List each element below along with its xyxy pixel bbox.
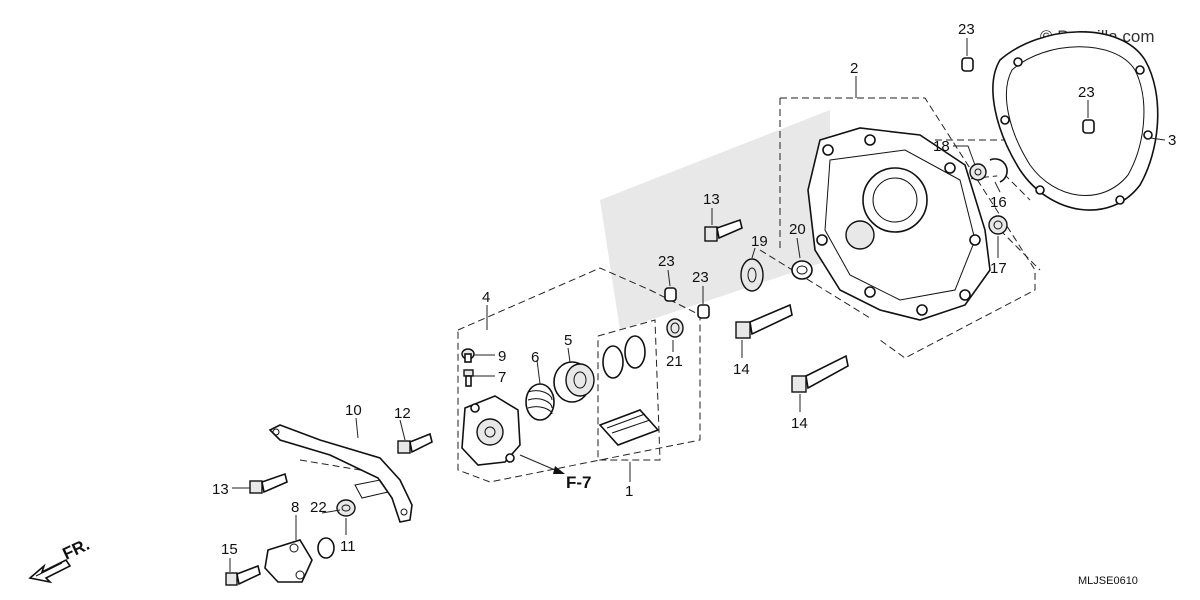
oil-seal-part-18 <box>969 163 987 181</box>
group-box-2 <box>780 97 1036 359</box>
dowel-pin-23-gasket <box>1082 119 1095 134</box>
callout-13-lower: 13 <box>212 481 229 498</box>
callout-14-lower: 14 <box>791 415 808 432</box>
callout-labels: 23 23 2 3 18 16 17 20 19 13 23 23 14 14 … <box>212 21 1176 558</box>
circlip-part-16 <box>989 158 1008 183</box>
callout-16: 16 <box>990 194 1007 211</box>
seal-ring-part-21 <box>666 318 684 338</box>
callout-9: 9 <box>498 348 506 365</box>
callout-22: 22 <box>310 499 327 516</box>
group-box-1 <box>597 319 661 461</box>
bolt-part-14-upper <box>735 303 793 339</box>
dowel-pin-23-right <box>697 304 710 319</box>
callout-23-gasket: 23 <box>1078 84 1095 101</box>
front-direction-label: FR. <box>60 535 93 564</box>
cover-part-2 <box>807 127 991 321</box>
bolt-part-13-lower <box>249 472 288 494</box>
callout-15: 15 <box>221 541 238 558</box>
bolt-part-15 <box>225 564 261 586</box>
callout-13-upper: 13 <box>703 191 720 208</box>
callout-20: 20 <box>789 221 806 238</box>
cap-part-5 <box>553 361 595 403</box>
callout-14-upper: 14 <box>733 361 750 378</box>
callout-4: 4 <box>482 289 490 306</box>
gasket-part-3 <box>992 31 1159 211</box>
shaded-projection <box>600 110 830 330</box>
callout-2: 2 <box>850 60 858 77</box>
bolt-part-13-upper <box>704 218 743 242</box>
callout-17: 17 <box>990 260 1007 277</box>
callout-10: 10 <box>345 402 362 419</box>
callout-18: 18 <box>933 138 950 155</box>
reference-label: F-7 <box>566 473 592 492</box>
o-ring-part-11 <box>317 537 335 559</box>
sensor-part-8 <box>264 539 313 583</box>
o-ring-set-part-1 <box>598 335 660 446</box>
screw-part-7 <box>463 369 474 387</box>
dowel-pin-23-left <box>664 287 677 302</box>
callout-23-top: 23 <box>958 21 975 38</box>
callout-11: 11 <box>340 538 356 555</box>
bolt-part-14-lower <box>791 354 849 393</box>
callout-3: 3 <box>1168 132 1176 149</box>
callout-21: 21 <box>666 353 683 370</box>
housing-part-4 <box>461 395 521 466</box>
callout-8: 8 <box>291 499 299 516</box>
dowel-pin-23-top <box>961 57 974 72</box>
diagram-code: MLJSE0610 <box>1078 575 1138 587</box>
callout-19: 19 <box>751 233 768 250</box>
callout-7: 7 <box>498 369 506 386</box>
grommet-part-22 <box>336 499 356 517</box>
callout-5: 5 <box>564 332 572 349</box>
front-direction-arrow-icon <box>28 558 72 584</box>
gear-part-19 <box>740 258 764 292</box>
callout-1: 1 <box>625 483 633 500</box>
callout-6: 6 <box>531 349 539 366</box>
callout-23-right: 23 <box>692 269 709 286</box>
screw-part-9 <box>461 348 475 363</box>
leader-lines <box>229 38 1166 572</box>
spring-part-6 <box>525 383 555 421</box>
bearing-part-17 <box>988 215 1008 235</box>
group-box-4 <box>457 267 701 483</box>
bolt-part-12 <box>397 432 433 454</box>
washer-part-20 <box>791 260 813 280</box>
bracket-part-10 <box>268 424 413 523</box>
callout-23-left: 23 <box>658 253 675 270</box>
callout-12: 12 <box>394 405 411 422</box>
